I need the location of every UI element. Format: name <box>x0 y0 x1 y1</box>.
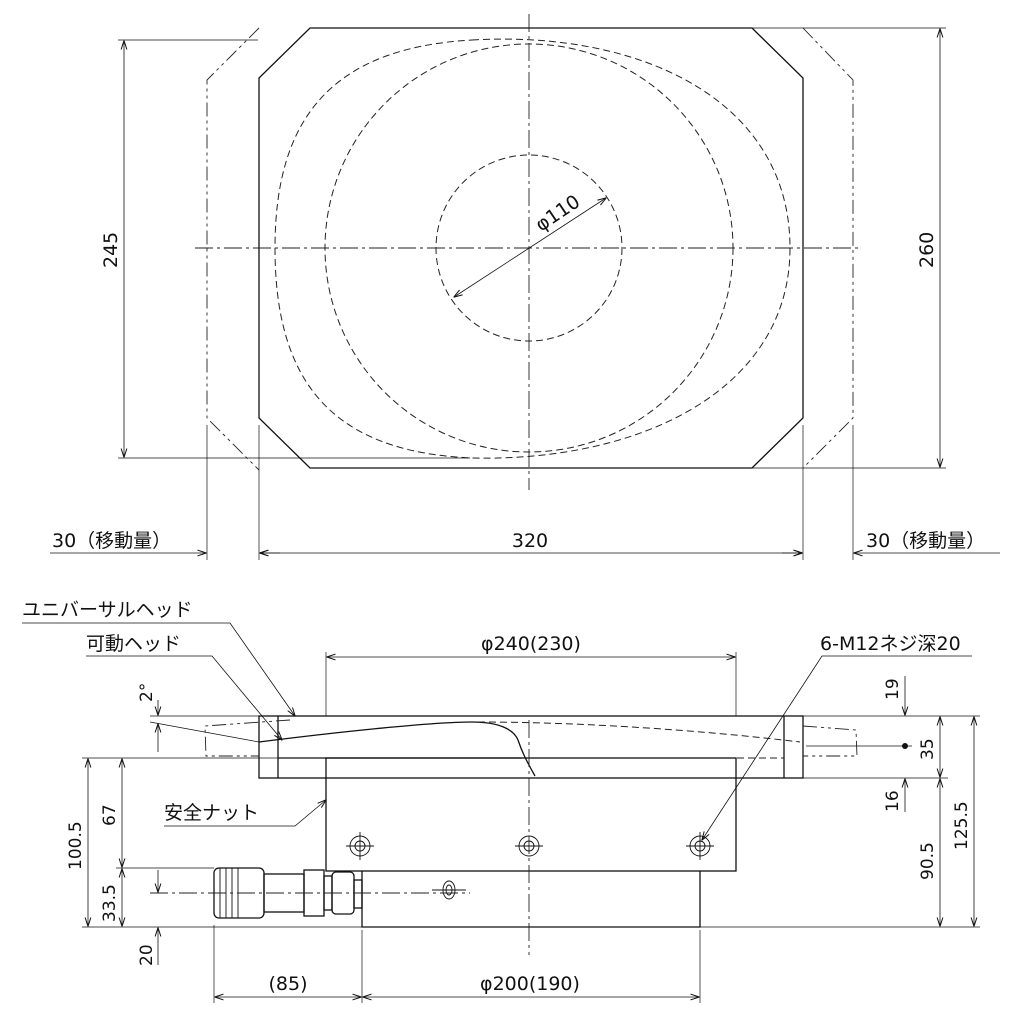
dim-85-label: (85) <box>268 973 307 995</box>
port-hole <box>432 880 466 900</box>
bolt-hole-left <box>346 832 374 860</box>
dim-point-35 <box>902 743 908 749</box>
phantom-head-left <box>204 719 291 757</box>
bottom-cylinder <box>361 871 701 928</box>
label-universal-head: ユニバーサルヘッド <box>22 599 193 621</box>
dim-phi200-label: φ200(190) <box>480 973 580 995</box>
dim-90-5-label: 90.5 <box>918 842 938 880</box>
hidden-travel-envelope <box>274 38 791 459</box>
dim-16-label: 16 <box>883 790 903 812</box>
dim-angle-label: 2° <box>137 683 157 702</box>
dim-33-5-label: 33.5 <box>100 884 120 922</box>
moving-head-curve <box>258 721 536 777</box>
leader-moving-head <box>86 655 282 740</box>
dim-100-5-label: 100.5 <box>66 821 86 870</box>
top-view: φ110 245 260 320 30（移動量） 30（移動量） <box>50 14 1000 560</box>
dim-phi240-label: φ240(230) <box>481 633 581 655</box>
phantom-head-right <box>802 725 858 757</box>
side-view: ユニバーサルヘッド 可動ヘッド 安全ナット 6-M12ネジ深20 φ240(23… <box>22 599 980 1003</box>
leader-safety-nut <box>164 800 326 827</box>
body-block <box>325 757 737 872</box>
dim-line-phi110 <box>454 198 606 297</box>
label-moving-head: 可動ヘッド <box>86 633 181 655</box>
dim-20-label: 20 <box>137 944 157 966</box>
dim-19-label: 19 <box>883 678 903 700</box>
dim-245-label: 245 <box>100 232 122 268</box>
label-safety-nut: 安全ナット <box>164 802 259 824</box>
universal-head-plate <box>258 715 804 779</box>
dim-35-label: 35 <box>918 738 938 760</box>
dim-125-5-label: 125.5 <box>952 801 972 850</box>
leader-thread <box>702 655 972 840</box>
dim-320-label: 320 <box>512 530 548 552</box>
dim-260-label: 260 <box>916 232 938 268</box>
label-thread: 6-M12ネジ深20 <box>820 633 961 655</box>
bolt-hole-right <box>686 832 714 860</box>
ext-angle-2 <box>149 721 260 743</box>
phantom-plate-right <box>802 27 854 469</box>
moving-head-hidden-curve <box>477 721 801 743</box>
phantom-plate-left <box>206 27 260 471</box>
dim-67-label: 67 <box>100 804 120 826</box>
leader-universal-head <box>22 622 295 716</box>
travel-right-label: 30（移動量） <box>866 530 985 552</box>
travel-left-label: 30（移動量） <box>52 530 171 552</box>
